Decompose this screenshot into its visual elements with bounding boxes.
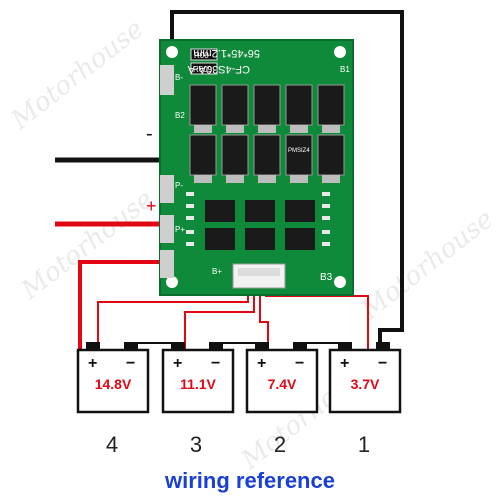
mosfet [285,134,313,176]
battery-number: 4 [106,432,118,457]
battery-2: + − 7.4V [245,342,319,414]
shunt-resistor [190,62,218,75]
board-model: CF-4S30A-A [187,63,250,75]
mosfet-array [189,84,345,176]
pad-p-minus [160,175,174,203]
svg-text:+: + [340,355,349,372]
mosfet [253,84,281,126]
mosfet [317,84,345,126]
battery-3: + − 11.1V [161,342,235,414]
balance-wire-b3 [97,288,249,350]
label-p-minus: P- [175,181,183,190]
label-b2: B2 [175,111,185,120]
caption: wiring reference [164,468,335,493]
balance-wire-b1 [259,288,269,350]
control-ic [205,200,235,222]
pad-b-plus [160,250,174,278]
label-p-plus: P+ [175,225,185,234]
label-b3: B3 [320,272,333,283]
balance-connector-pins [238,268,280,276]
mounting-hole [334,46,346,58]
label-b1: B1 [340,65,350,74]
mounting-hole [166,46,178,58]
control-ic [205,228,235,250]
battery-4: + − 14.8V [76,342,150,414]
balance-wire-b2 [184,288,255,350]
battery-1: + − 3.7V [328,342,402,414]
mosfet [253,134,281,176]
negative-sign: - [146,123,153,145]
mosfet [221,134,249,176]
mosfet-tabs [194,125,340,183]
svg-text:+: + [173,355,182,372]
resistor-label-top: R00 [194,51,209,60]
battery-voltage: 7.4V [268,376,297,392]
svg-text:−: − [211,355,220,372]
shunt-resistor [190,48,218,61]
battery-number: 2 [274,432,286,457]
mosfet [285,84,313,126]
positive-sign: + [146,196,157,216]
label-b-plus: B+ [212,267,222,276]
battery-voltage: 14.8V [95,376,132,392]
battery-pack: + − 14.8V + − 11.1V + − 7.4V + − 3.7V [76,342,402,414]
svg-text:−: − [295,355,304,372]
control-ic [285,228,315,250]
battery-voltage: 11.1V [180,376,216,392]
mosfet [189,84,217,126]
mounting-hole [334,276,346,288]
b-plus-wire [78,260,168,352]
black-wire-b-minus [170,10,404,352]
label-b-minus: B- [175,73,183,82]
resistor-label-bottom: R009 [193,65,213,74]
board-dimensions: 56*45*1.2mm [193,47,260,59]
svg-text:−: − [126,355,135,372]
mosfet [221,84,249,126]
control-ic [245,228,275,250]
pad-p-plus [160,215,174,243]
mosfet-marking: PMSIZ4 [288,148,310,154]
bms-board: R00 R009 56*45*1.2mm CF-4S30A-A B- B2 P-… [159,39,354,296]
svg-text:+: + [257,355,266,372]
svg-text:+: + [88,355,97,372]
control-ic [285,200,315,222]
mosfet [317,134,345,176]
control-ic [245,200,275,222]
watermark-text: Motorhouse [15,184,159,306]
battery-voltage: 3.7V [351,376,380,392]
watermark-text: Motorhouse [355,204,499,326]
mosfet [189,134,217,176]
smd-components [186,192,330,246]
balance-wire-b-minus [265,288,369,350]
pad-b-minus [160,65,174,95]
watermark-text: Motorhouse [5,14,149,136]
mounting-hole [166,276,178,288]
battery-number: 1 [358,432,370,457]
battery-number: 3 [190,432,202,457]
svg-text:−: − [378,355,387,372]
wires [55,10,404,352]
